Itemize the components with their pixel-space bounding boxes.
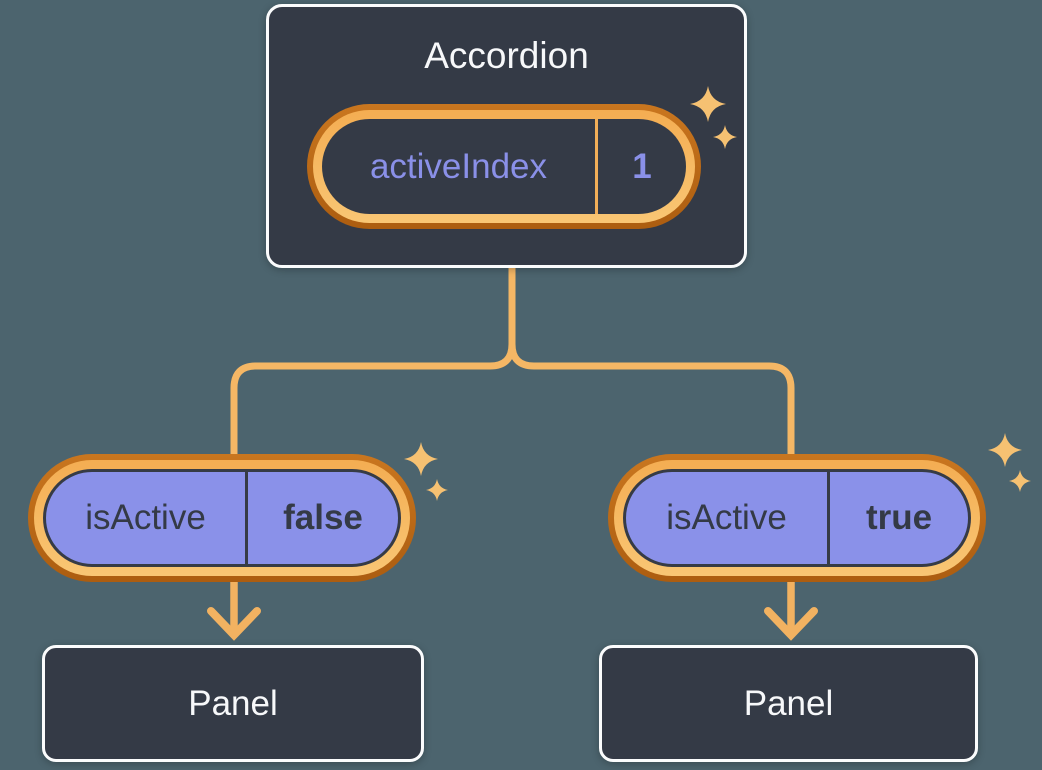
sparkle-icon (690, 86, 726, 122)
panel-label-left: Panel (188, 683, 278, 723)
sparkle-icon (713, 125, 737, 149)
highlight-ring-inner: activeIndex 1 (313, 110, 695, 223)
panel-card-left: Panel (42, 645, 424, 762)
state-value-isactive-left: false (283, 498, 363, 537)
state-name-isactive-left: isActive (85, 498, 206, 537)
pill-divider (245, 472, 248, 564)
arrow-head-right-icon (764, 607, 818, 641)
highlight-ring-inner: isActive true (614, 460, 980, 576)
state-value-isactive-right: true (865, 498, 933, 537)
branch-line-right (508, 266, 795, 456)
state-pill-activeindex: activeIndex 1 (307, 104, 701, 229)
sparkle-icon (404, 442, 438, 476)
pill-divider (827, 472, 830, 564)
panel-card-right: Panel (599, 645, 978, 762)
panel-label-right: Panel (743, 683, 834, 723)
highlight-ring-outer: isActive true (608, 454, 986, 582)
accordion-title: Accordion (424, 35, 589, 76)
state-pill-isactive-right: isActive true (608, 454, 986, 582)
arrow-head-left-icon (207, 607, 261, 641)
state-name-activeindex: activeIndex (369, 146, 548, 186)
pill-divider (595, 119, 598, 214)
sparkle-icon (988, 433, 1022, 467)
state-pill-isactive-left: isActive false (28, 454, 416, 582)
highlight-ring-outer: activeIndex 1 (307, 104, 701, 229)
state-name-isactive-right: isActive (666, 498, 787, 537)
highlight-ring-inner: isActive false (34, 460, 410, 576)
sparkle-icon (1009, 470, 1031, 492)
state-value-activeindex: 1 (632, 146, 652, 186)
highlight-ring-outer: isActive false (28, 454, 416, 582)
sparkle-icon (426, 479, 448, 501)
